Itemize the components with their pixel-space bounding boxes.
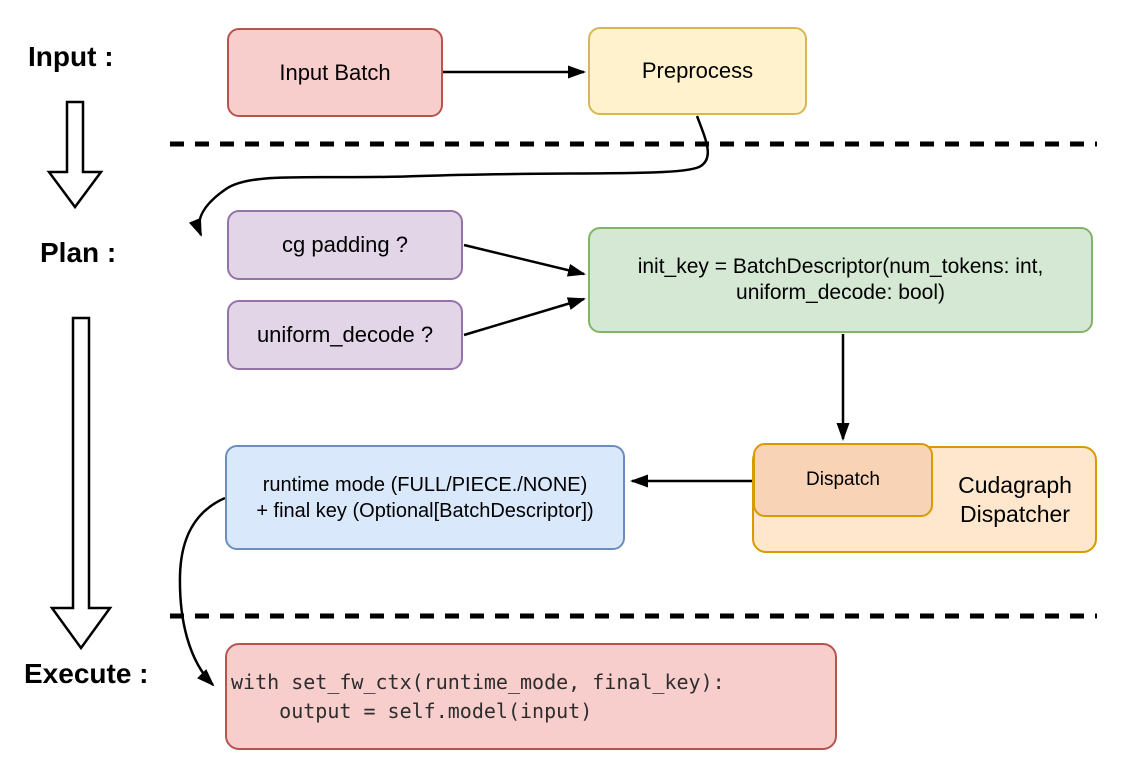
cudagraph-dispatcher-line1: Cudagraph (958, 471, 1072, 498)
node-preprocess: Preprocess (588, 27, 807, 115)
node-input-batch-label: Input Batch (279, 59, 391, 85)
cudagraph-dispatcher-label: Cudagraph Dispatcher (939, 448, 1091, 551)
arrow-runtimemode-to-executecode (178, 496, 226, 687)
node-runtime-mode-line2: + final key (Optional[BatchDescriptor]) (256, 499, 594, 522)
stage-label-plan: Plan : (40, 237, 117, 268)
stage-label-input: Input : (28, 41, 114, 72)
node-input-batch: Input Batch (227, 28, 443, 117)
node-runtime-mode: runtime mode (FULL/PIECE./NONE) + final … (225, 445, 625, 550)
node-dispatch: Dispatch (753, 443, 933, 517)
node-preprocess-label: Preprocess (641, 58, 754, 84)
execute-code-line2: output = self.model(input) (231, 698, 593, 723)
node-init-key: init_key = BatchDescriptor(num_tokens: i… (588, 227, 1093, 333)
node-init-key-line1: init_key = BatchDescriptor(num_tokens: i… (637, 255, 1044, 278)
node-runtime-mode-line1: runtime mode (FULL/PIECE./NONE) (262, 473, 588, 496)
arrow-uniformdecode-to-initkey (463, 297, 586, 337)
node-cg-padding: cg padding ? (227, 210, 463, 280)
node-cg-padding-label: cg padding ? (282, 232, 408, 258)
stage-arrow-plan-to-execute (49, 316, 113, 651)
stage-arrow-input-to-plan (46, 100, 104, 210)
arrow-cgpadding-to-initkey (463, 243, 586, 277)
execute-code-line1: with set_fw_ctx(runtime_mode, final_key)… (231, 669, 725, 694)
node-dispatch-label: Dispatch (806, 469, 880, 491)
node-execute-code: with set_fw_ctx(runtime_mode, final_key)… (225, 643, 837, 750)
stage-label-execute: Execute : (24, 658, 149, 689)
node-init-key-line2: uniform_decode: bool) (736, 281, 945, 304)
node-uniform-decode: uniform_decode ? (227, 300, 463, 370)
cudagraph-dispatcher-line2: Dispatcher (960, 500, 1070, 527)
node-uniform-decode-label: uniform_decode ? (256, 322, 434, 348)
